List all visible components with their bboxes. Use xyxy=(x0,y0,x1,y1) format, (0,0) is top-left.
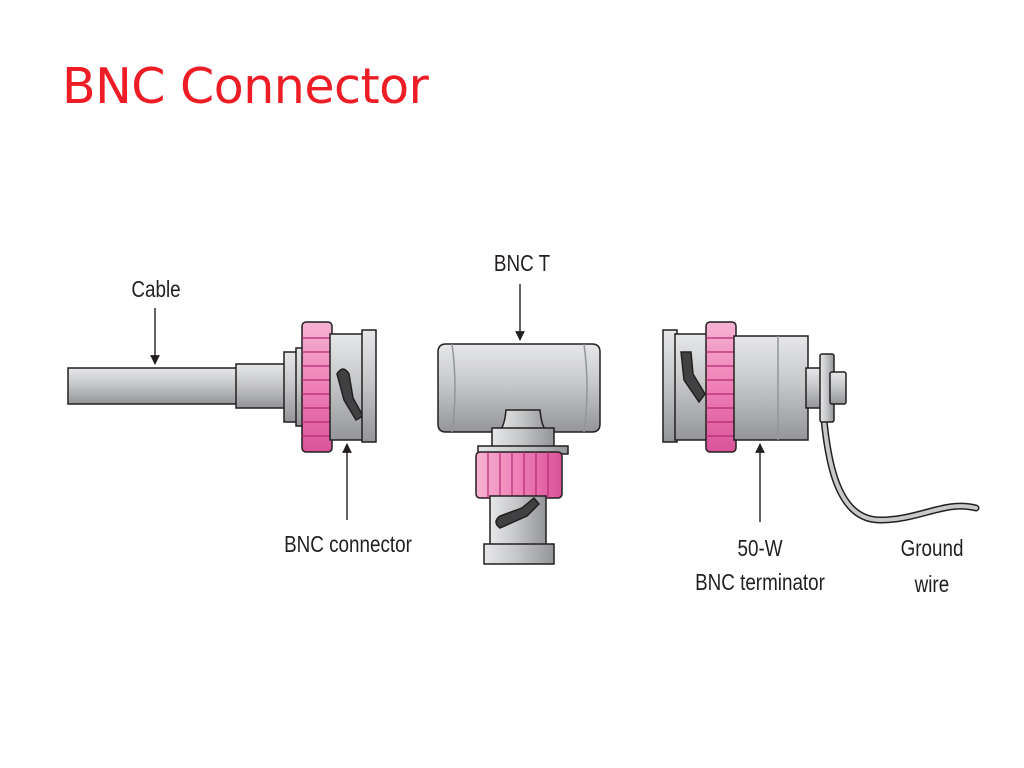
bnc-terminator xyxy=(662,321,847,453)
cable-with-bnc-connector xyxy=(67,321,377,453)
t-front-flange xyxy=(483,543,555,565)
label-ground-line1: Ground xyxy=(901,536,964,561)
label-cable: Cable xyxy=(131,277,180,302)
label-bnc-t: BNC T xyxy=(494,251,550,276)
label-terminator-line1: 50-W xyxy=(737,536,782,561)
connector-front-flange xyxy=(361,329,377,443)
label-ground-line2: wire xyxy=(914,572,949,597)
t-bayonet-slot xyxy=(495,496,541,529)
bnc-t-connector xyxy=(437,343,601,565)
t-barrel xyxy=(437,343,601,433)
terminator-bayonet-slot xyxy=(680,351,706,404)
label-terminator-line2: BNC terminator xyxy=(695,570,825,595)
bayonet-ring xyxy=(301,321,333,453)
t-bayonet-ring xyxy=(475,451,563,499)
slide-title: BNC Connector xyxy=(62,58,429,115)
bayonet-slot xyxy=(336,368,365,422)
cable xyxy=(67,367,239,405)
terminator-body xyxy=(733,335,809,441)
terminator-bayonet-ring xyxy=(705,321,737,453)
crimp-sleeve xyxy=(235,363,287,409)
label-bnc-connector: BNC connector xyxy=(284,532,412,557)
